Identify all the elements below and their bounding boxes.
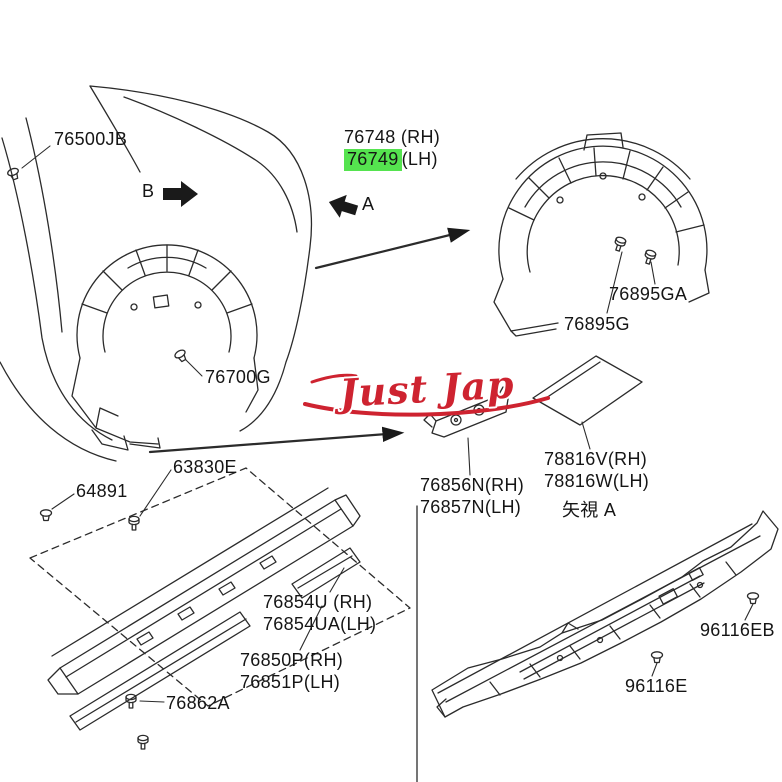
part-number-78816v: 78816V(RH)	[544, 449, 648, 469]
clip-icon-96116eb	[746, 592, 760, 605]
part-label-76895g: 76895G	[564, 314, 630, 334]
right-wheel-liner	[493, 132, 710, 337]
view-a-section-title: 矢視 A	[562, 500, 617, 520]
part-label-64891: 64891	[76, 481, 128, 501]
part-number-76854u: 76854U (RH)	[263, 592, 373, 612]
part-label-96116eb: 96116EB	[700, 620, 775, 640]
clip-icon-64891	[39, 509, 53, 522]
leader-lines	[21, 145, 754, 703]
view-a-arrow-icon	[328, 194, 359, 218]
part-label-76748: 76748 (RH)	[344, 127, 441, 147]
watermark-swoosh	[303, 373, 550, 417]
part-label-76500jb: 76500JB	[54, 129, 128, 149]
part-label-96116e: 96116E	[625, 676, 688, 696]
clip-icon-96116e	[650, 651, 664, 664]
view-b-arrow-icon	[163, 181, 198, 207]
part-label-76895ga: 76895GA	[609, 284, 688, 304]
part-label-76749: 76749(LH)	[344, 149, 438, 171]
part-number-76851p: 76851P(LH)	[240, 671, 341, 692]
sill-assembly	[29, 467, 411, 731]
part-label-76700g: 76700G	[205, 367, 271, 387]
part-number-76749-highlight: 76749	[344, 149, 402, 171]
part-label-63830e: 63830E	[173, 457, 237, 477]
view-a-label: A	[362, 194, 375, 214]
part-number-76856n: 76856N(RH)	[420, 475, 525, 495]
left-wheel-liner	[71, 244, 259, 445]
part-label-76862a: 76862A	[166, 693, 230, 713]
part-label-76850p-76851p: 76850P(RH) 76851P(LH)	[240, 650, 343, 694]
part-label-76854u-76854ua: 76854U (RH) 76854UA(LH)	[263, 592, 376, 636]
bolt-icon-63830e	[128, 515, 140, 531]
car-body-sketch	[0, 85, 313, 462]
watermark-text: Just Jap	[338, 361, 516, 416]
bolt-icon-76895g	[612, 235, 628, 253]
part-number-76857n: 76857N(LH)	[420, 496, 522, 517]
callout-arrow-lower	[148, 426, 405, 454]
part-label-76856n-76857n: 76856N(RH) 76857N(LH)	[420, 475, 524, 519]
view-a-panel	[431, 510, 779, 718]
part-number-76749-suffix: (LH)	[401, 149, 438, 169]
part-number-76850p: 76850P(RH)	[240, 650, 344, 670]
part-label-78816v-78816w: 78816V(RH) 78816W(LH)	[544, 449, 649, 493]
part-number-76854ua: 76854UA(LH)	[263, 613, 377, 634]
part-number-78816w: 78816W(LH)	[544, 470, 650, 491]
callout-arrow-upper	[314, 227, 471, 270]
bolt-icon-76895ga	[642, 248, 658, 266]
bolt-icon-sill-lower	[137, 734, 149, 750]
view-b-label: B	[142, 181, 155, 201]
strip-78816	[532, 355, 643, 426]
